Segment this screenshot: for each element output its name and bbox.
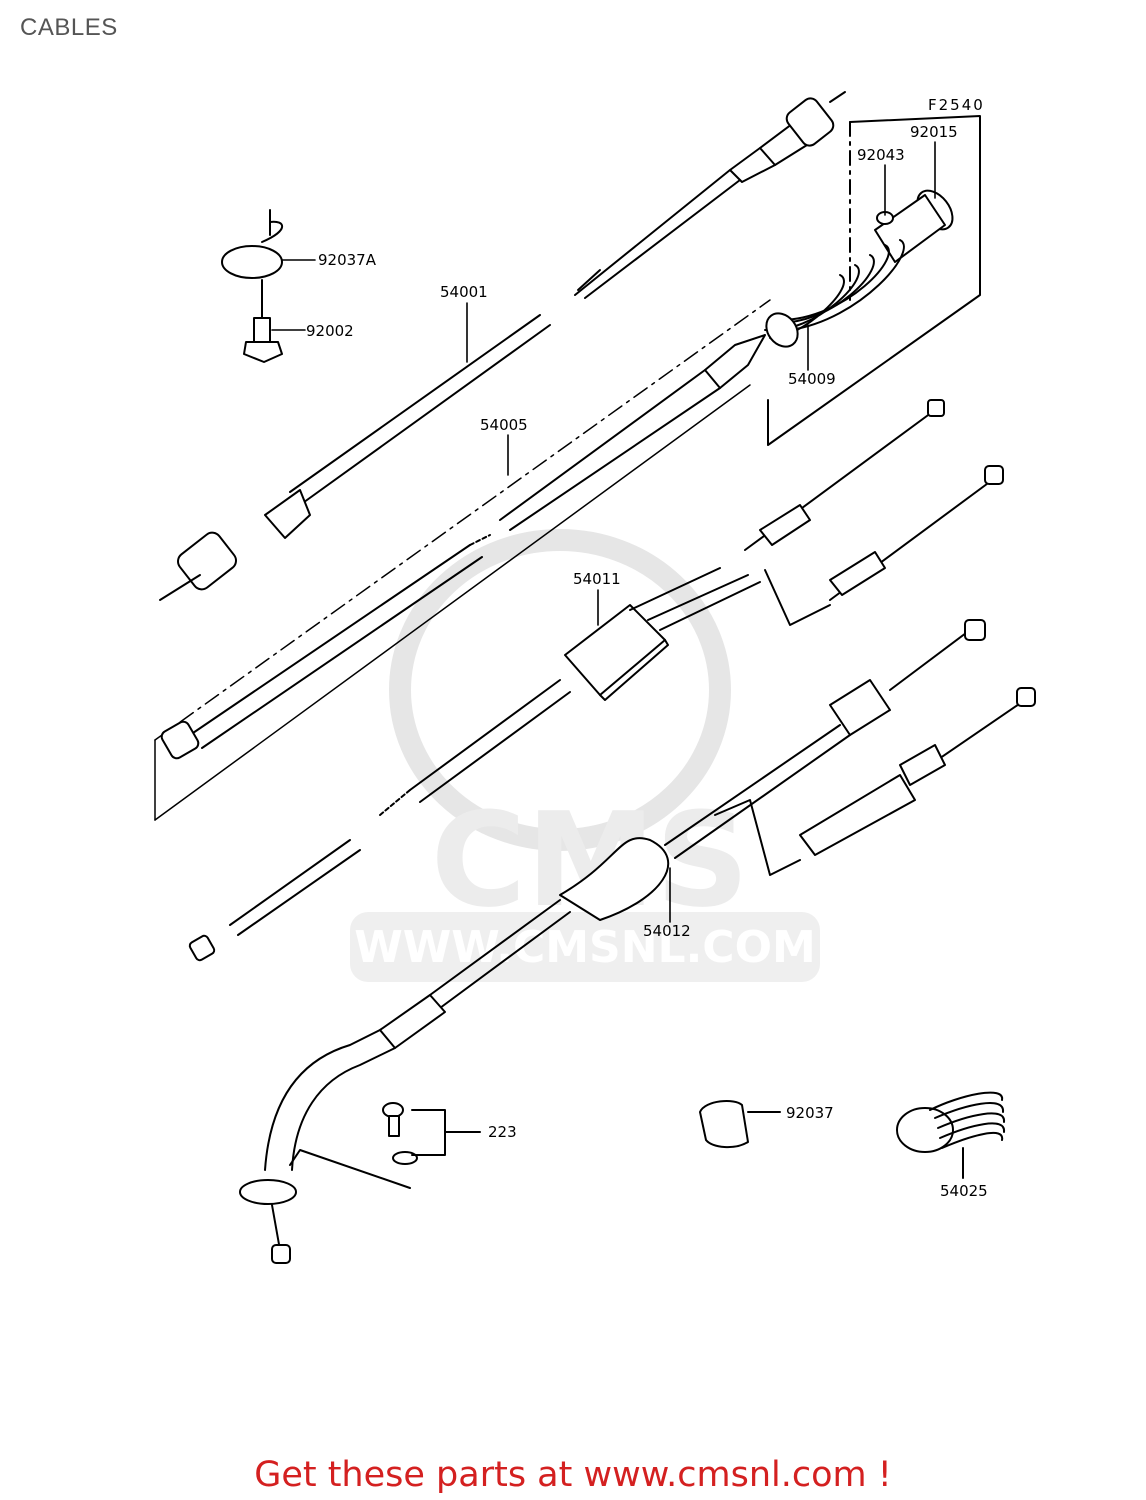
promo-footer-link[interactable]: Get these parts at www.cmsnl.com !: [254, 1455, 892, 1495]
watermark: CMS WWW.CMSNL.COM: [350, 529, 820, 982]
speedometer-cable-54001: [159, 314, 551, 601]
part-label-54001: 54001: [440, 283, 488, 301]
leader-lines: [271, 141, 936, 923]
sub-cable-right: [799, 687, 1036, 856]
part-label-92037a: 92037A: [318, 251, 377, 269]
cable-junction-54011: [188, 567, 831, 962]
part-labels: F2540 92037A 92002 54001 54005 92043 920…: [306, 96, 988, 1200]
page-title: CABLES: [20, 14, 118, 41]
part-label-54005: 54005: [480, 416, 528, 434]
part-label-54009: 54009: [788, 370, 836, 388]
clip-92037: [699, 1099, 781, 1148]
small-cables-right: [744, 399, 1004, 601]
part-label-92043: 92043: [857, 146, 905, 164]
figure-code: F2540: [928, 96, 985, 114]
part-label-54025: 54025: [940, 1182, 988, 1200]
throttle-cable-54012: [239, 619, 986, 1264]
cable-adjuster-with-spring: [499, 189, 954, 531]
part-label-92037: 92037: [786, 1104, 834, 1122]
speedometer-cable-upper: [574, 91, 846, 299]
assembly-bracket: [767, 115, 981, 446]
part-label-92002: 92002: [306, 322, 354, 340]
part-label-223: 223: [488, 1123, 517, 1141]
screw-and-washer-223: [289, 1102, 481, 1189]
bolt-92002: [243, 317, 283, 363]
part-label-92015: 92015: [910, 123, 958, 141]
part-label-54012: 54012: [643, 922, 691, 940]
clip-92037a: [221, 209, 284, 319]
spring-54025: [896, 1091, 1005, 1179]
part-label-54011: 54011: [573, 570, 621, 588]
cable-54005: [160, 534, 491, 760]
watermark-url: WWW.CMSNL.COM: [354, 922, 816, 973]
